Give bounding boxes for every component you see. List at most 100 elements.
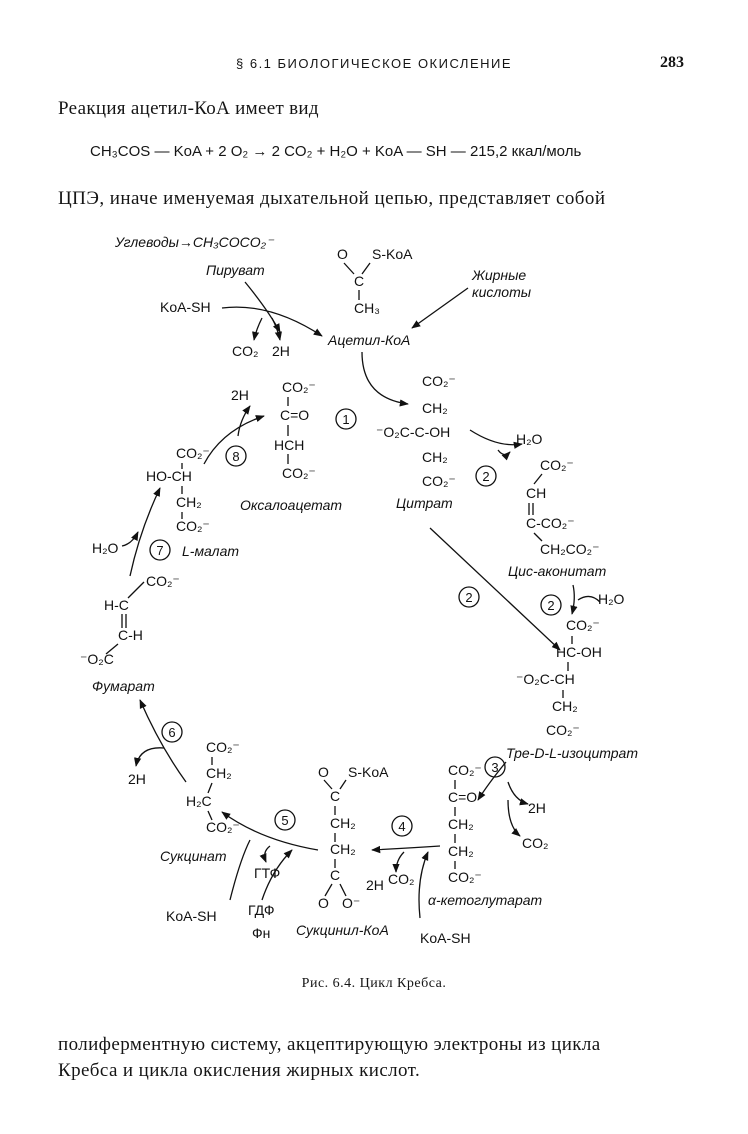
isocitrate-atom: CO₂⁻ <box>566 617 600 633</box>
isocitrate-atom: HC-OH <box>556 644 602 660</box>
ketoglutarate-atom: CO₂⁻ <box>448 762 482 778</box>
h2o-step7-arrow <box>121 531 139 547</box>
citrate-atom: CH₂ <box>422 400 448 416</box>
succinyl-coa-block: O S-KoA C CH₂ CH₂ C O O⁻ Сукцинил-КоА 2H… <box>296 764 471 946</box>
succinyl-atom: O <box>318 895 329 911</box>
pyruvate-arrow <box>244 281 281 333</box>
bond <box>339 779 347 790</box>
succinate-block: CO₂⁻ CH₂ H₂C CO₂⁻ Сукцинат ГТФ ГДФ Фн Ko… <box>160 739 319 941</box>
succinyl-atom: CH₂ <box>330 815 356 831</box>
acetyl-double-bond <box>343 262 355 275</box>
fumarate-atom: ⁻O₂C <box>80 651 114 667</box>
ketoglutarate-atom: CH₂ <box>448 816 474 832</box>
ketoglutarate-atom: CH₂ <box>448 843 474 859</box>
succinyl-atom: O <box>318 764 329 780</box>
continuation-line-1: полиферментную систему, акцептирующую эл… <box>58 1034 601 1055</box>
ketoglutarate-name: α-кетоглутарат <box>428 892 543 908</box>
bond <box>533 473 543 485</box>
step-circle <box>475 465 497 487</box>
ketoglutarate-atom: C=O <box>448 789 477 805</box>
succinyl-to-succinate-arrow <box>221 811 319 851</box>
step-circle <box>335 408 357 430</box>
step-circle <box>149 539 171 561</box>
page-number: 283 <box>660 54 684 71</box>
two-h-release-arrow <box>271 317 282 341</box>
co2-release-arrow <box>252 317 263 341</box>
fumarate-block: CO₂⁻ H-C C-H ⁻O₂C Фумарат 2H <box>80 573 187 787</box>
fatty-acids-label-2: кислоты <box>472 284 532 300</box>
step-numbers: 1 2 2 2 3 4 5 6 7 8 <box>149 408 562 837</box>
co2-input-label: CO₂ <box>232 343 258 359</box>
co2-step4-label: CO₂ <box>388 871 414 887</box>
isocitrate-atom: ⁻O₂C-CH <box>516 671 575 687</box>
fatty-acids-arrow <box>411 287 469 329</box>
isocitrate-name: Тре-D-L-изоцитрат <box>506 745 638 761</box>
intro-sentence: Реакция ацетил-КоА имеет вид <box>58 98 319 119</box>
koa-sh-input-label: KoA-SH <box>160 299 211 315</box>
citrate-block: CO₂⁻ CH₂ ⁻O₂C-C-OH CH₂ CO₂⁻ Цитрат <box>376 373 456 511</box>
bond <box>324 883 333 897</box>
section-title: § 6.1 БИОЛОГИЧЕСКОЕ ОКИСЛЕНИЕ <box>236 56 513 71</box>
bond <box>127 581 145 599</box>
oxaloacetate-name: Оксалоацетат <box>240 497 342 513</box>
acetyl-carbon: C <box>354 273 364 289</box>
fumarate-atom: CO₂⁻ <box>146 573 180 589</box>
etc-sentence: ЦПЭ, иначе именуемая дыхательной цепью, … <box>58 188 606 209</box>
gdp-in-arrow <box>261 849 293 901</box>
succinyl-atom: CH₂ <box>330 841 356 857</box>
bond <box>339 883 347 897</box>
step-label: 2 <box>547 598 554 613</box>
fumarate-name: Фумарат <box>92 678 155 694</box>
co2-out-arrow <box>507 799 521 837</box>
acetyl-bond-s <box>361 262 371 275</box>
acetyl-methyl: CH₃ <box>354 300 380 316</box>
step-label: 7 <box>156 543 163 558</box>
aconitate-to-isocitrate-arrow <box>570 584 578 615</box>
continuation-line-2: Кребса и цикла окисления жирных кислот. <box>58 1060 421 1081</box>
two-h-step4-label: 2H <box>366 877 384 893</box>
succinyl-atom: C <box>330 867 340 883</box>
koa-sh-arrow <box>221 306 323 337</box>
malate-to-oxaloacetate-arrow <box>203 415 265 465</box>
succinate-atom: CO₂⁻ <box>206 819 240 835</box>
oxaloacetate-block: CO₂⁻ C=O HCH CO₂⁻ Оксалоацетат <box>240 379 342 513</box>
succinyl-coa-name: Сукцинил-КоА <box>296 922 389 938</box>
step-circle <box>161 721 183 743</box>
step-label: 5 <box>281 813 288 828</box>
bond <box>207 810 213 821</box>
isocitrate-block: H₂O CO₂⁻ HC-OH ⁻O₂C-CH CH₂ CO₂⁻ Тре-D-L-… <box>429 527 638 761</box>
co2-step4-arrow <box>392 851 405 873</box>
malate-atom: CO₂⁻ <box>176 445 210 461</box>
citrate-name: Цитрат <box>396 495 453 511</box>
pn-label: Фн <box>252 925 270 941</box>
two-h-input-label: 2H <box>272 343 290 359</box>
koa-sh-step5-arrow <box>229 839 251 901</box>
two-h-step6-label: 2H <box>128 771 146 787</box>
malate-block: CO₂⁻ HO-CH CH₂ CO₂⁻ L-малат H₂O 2H <box>92 387 265 577</box>
citrate-atom: ⁻O₂C-C-OH <box>376 424 450 440</box>
krebs-cycle-figure: Углеводы→CH₃COCO₂⁻ Пируват KoA-SH CO₂ 2H… <box>80 234 638 946</box>
two-h-out-arrow <box>507 781 529 806</box>
two-h-step8-arrow <box>237 405 251 437</box>
oxaloacetate-atom: C=O <box>280 407 309 423</box>
succinyl-atom: C <box>330 788 340 804</box>
bond <box>323 779 333 790</box>
step-label: 2 <box>465 590 472 605</box>
citrate-to-aconitate-arrow <box>469 429 523 449</box>
pyruvate-label: Пируват <box>206 262 265 278</box>
fumarate-atom: H-C <box>104 597 129 613</box>
gtp-out-arrow <box>259 845 271 863</box>
step-label: 1 <box>342 412 349 427</box>
fumarate-atom: C-H <box>118 627 143 643</box>
succinate-name: Сукцинат <box>160 848 227 864</box>
acetyl-skoa: S-KoA <box>372 246 413 262</box>
gtp-label: ГТФ <box>254 865 280 881</box>
fatty-acids-label-1: Жирные <box>471 267 526 283</box>
acetyl-to-citrate-arrow <box>361 351 409 407</box>
citrate-to-isocitrate-arrow <box>429 527 561 651</box>
h2o-in-arrow <box>577 595 601 603</box>
malate-atom: CH₂ <box>176 494 202 510</box>
step-circle <box>225 445 247 467</box>
step-label: 2 <box>482 469 489 484</box>
step-label: 8 <box>232 449 239 464</box>
